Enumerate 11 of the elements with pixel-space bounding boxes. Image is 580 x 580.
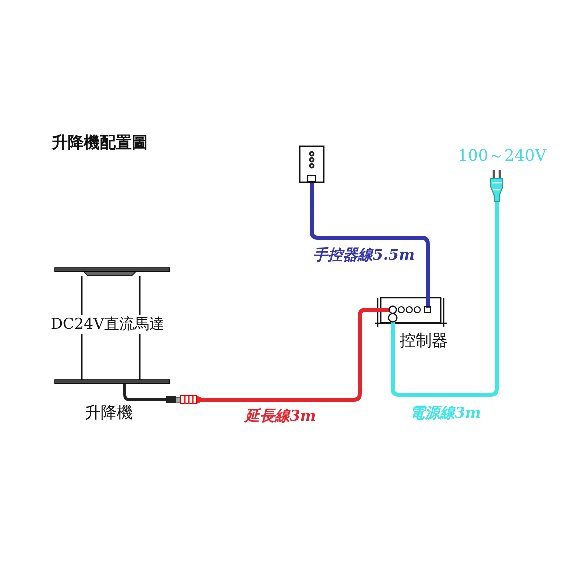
cable xyxy=(391,202,499,397)
cable xyxy=(310,183,430,296)
device-label: DC24V直流馬達 xyxy=(50,315,166,334)
edge-label: 延長線3m xyxy=(245,407,316,426)
voltage-label: 100～240V xyxy=(458,146,547,166)
title: 升降機配置圖 xyxy=(52,133,148,153)
edge-label: 手控器線5.5m xyxy=(313,246,415,265)
device-label: 升降機 xyxy=(85,403,133,423)
device-label: 控制器 xyxy=(400,331,448,351)
edge-label: 電源線3m xyxy=(410,404,482,423)
cable xyxy=(202,308,374,402)
